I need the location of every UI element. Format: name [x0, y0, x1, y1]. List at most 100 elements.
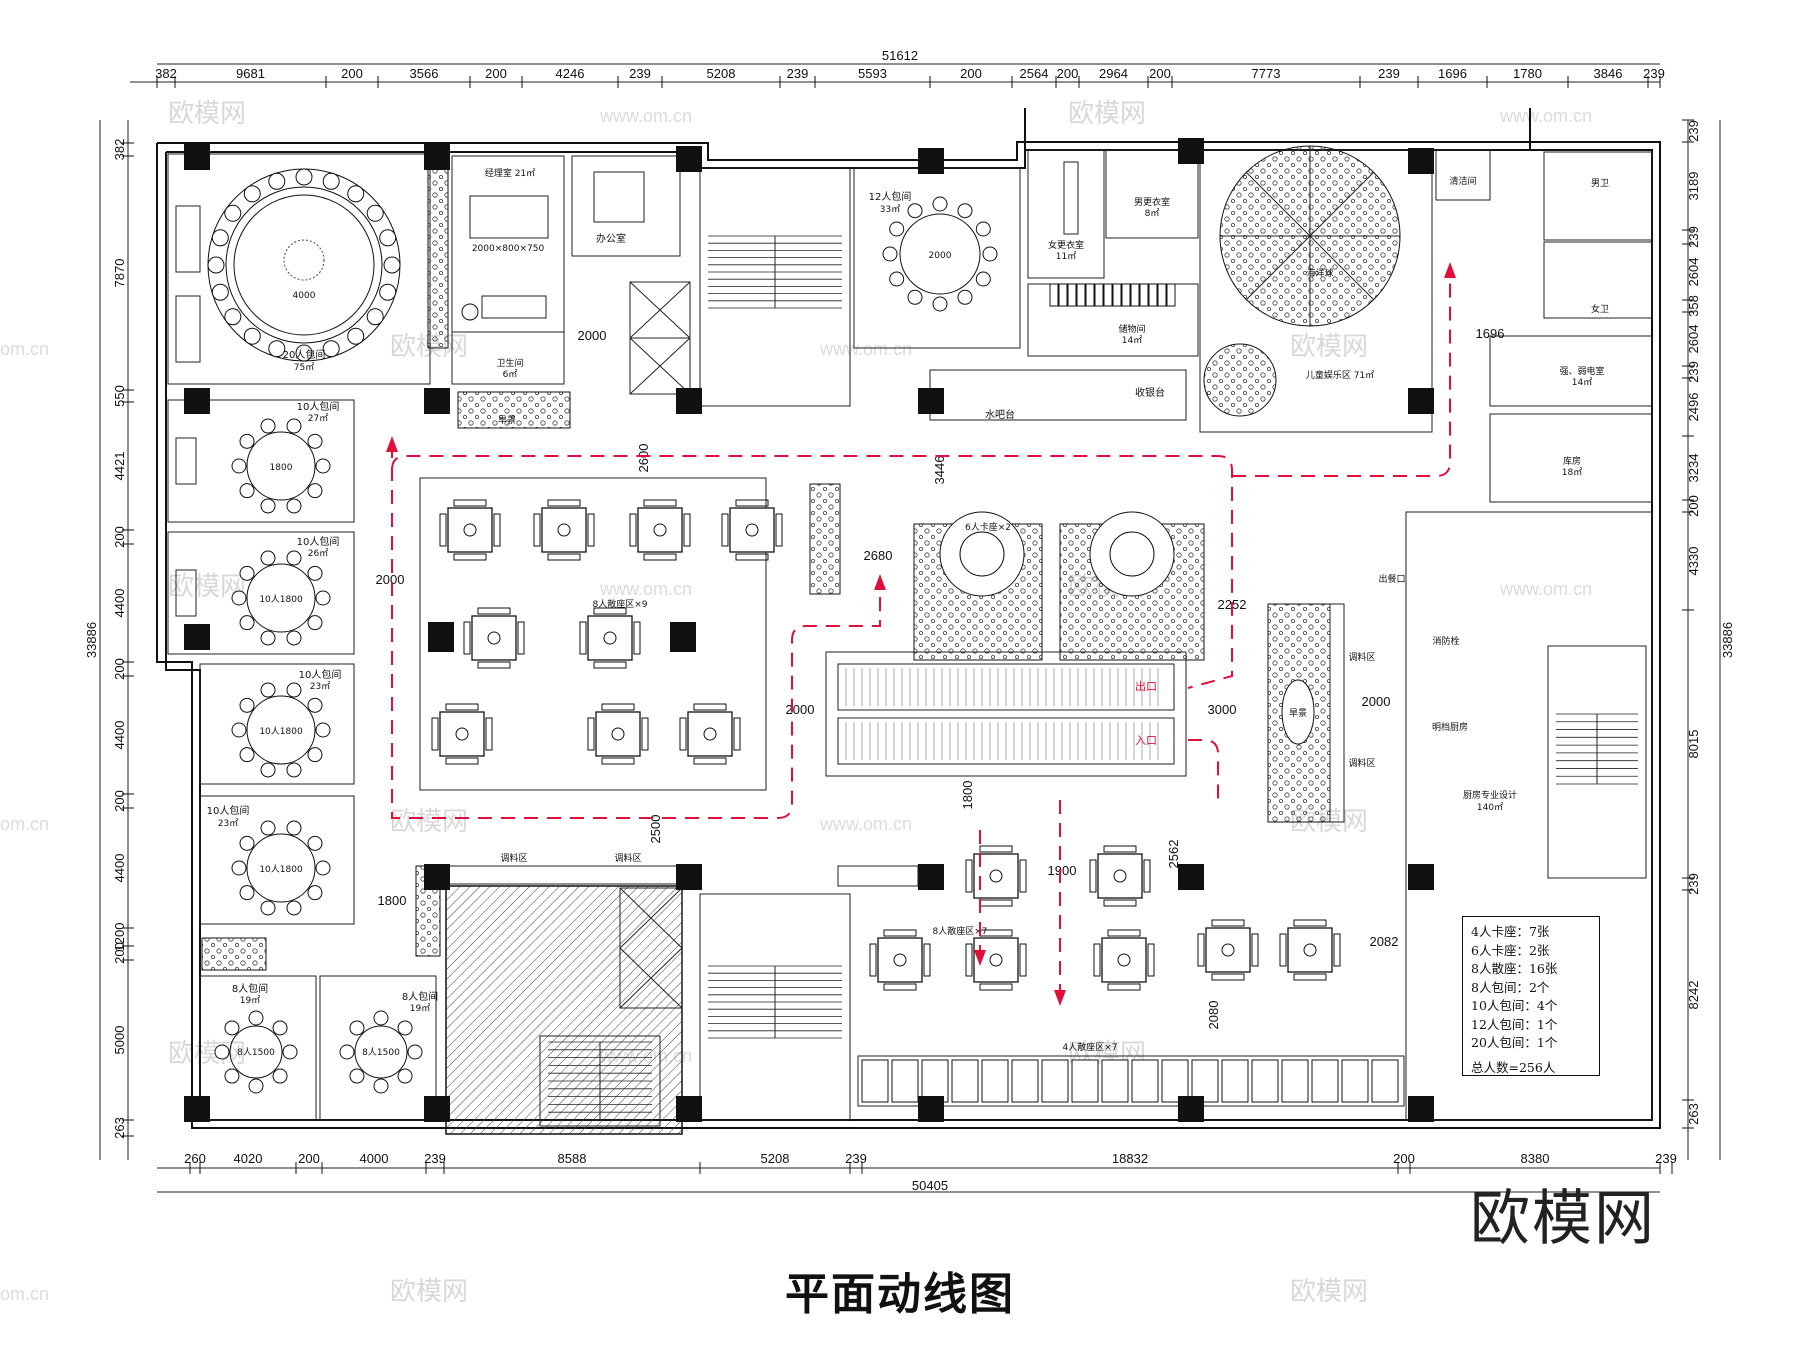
svg-text:23㎡: 23㎡: [310, 681, 330, 692]
dim-left-seg: 4421: [112, 452, 127, 481]
svg-text:储物间: 储物间: [1118, 323, 1145, 335]
dim-left-seg: 382: [112, 139, 127, 161]
svg-text:水吧台: 水吧台: [985, 408, 1015, 421]
chair: [224, 1020, 240, 1036]
svg-text:11㎡: 11㎡: [1056, 251, 1076, 262]
kitchen: 出餐口 消防栓 明档厨房 厨房专业设计 140㎡ 调料区 调料区: [1348, 511, 1653, 1121]
dim-bottom-seg: 260: [184, 1151, 206, 1166]
chair: [349, 1068, 365, 1084]
svg-text:10人1800: 10人1800: [259, 726, 303, 737]
chair: [260, 762, 276, 778]
dim-bottom-seg: 239: [845, 1151, 867, 1166]
dim-top-seg: 3846: [1594, 66, 1623, 81]
room-12-label: 12人包间: [869, 190, 912, 203]
locker: [1121, 283, 1131, 307]
chair: [315, 590, 331, 606]
booth-seat: [1281, 1059, 1309, 1103]
legend-line: 20人包间：1个: [1471, 1035, 1558, 1050]
booth-seat: [1251, 1059, 1279, 1103]
chair: [260, 418, 276, 434]
dining-table: [965, 929, 1027, 991]
legend-line: 8人包间：2个: [1471, 979, 1550, 995]
svg-text:欧模网: 欧模网: [1290, 1277, 1368, 1307]
chair: [307, 565, 323, 581]
svg-text:欧模网: 欧模网: [168, 1039, 246, 1069]
dim-top-seg: 7773: [1252, 66, 1281, 81]
hall-8-upper: 8人散座区×9: [419, 477, 841, 791]
svg-text:欧模网: 欧模网: [1068, 99, 1146, 129]
chair: [307, 697, 323, 713]
dining-table: [1279, 919, 1341, 981]
chair: [975, 221, 991, 237]
chair: [260, 630, 276, 646]
dim-left-seg: 200: [112, 942, 127, 964]
dim-right-seg: 4330: [1686, 547, 1701, 576]
stair-core-lower: 调料区 调料区: [445, 852, 683, 1135]
locker: [1067, 283, 1077, 307]
booth-seat: [1311, 1059, 1339, 1103]
chair: [295, 344, 313, 362]
dim-interior: 3000: [1208, 702, 1237, 717]
column-marker: [670, 622, 696, 652]
svg-text:10人1800: 10人1800: [259, 864, 303, 875]
chair: [239, 747, 255, 763]
svg-text:www.om.cn: www.om.cn: [819, 339, 912, 359]
structural-column: [1408, 1096, 1434, 1122]
chair: [268, 340, 286, 358]
dim-right-seg: 3234: [1686, 454, 1701, 483]
dim-interior: 2500: [648, 815, 663, 844]
booth-seat: [951, 1059, 979, 1103]
dim-left-segments: 3827870550442120044002004400200440012002…: [112, 139, 134, 1139]
dining-table: [533, 499, 595, 561]
svg-text:8㎡: 8㎡: [1145, 208, 1160, 219]
svg-text:14㎡: 14㎡: [1572, 377, 1592, 388]
chair: [239, 565, 255, 581]
dim-top-seg: 200: [1057, 66, 1079, 81]
svg-text:140㎡: 140㎡: [1477, 802, 1503, 813]
dim-right-total: 33886: [1720, 622, 1735, 658]
chair: [207, 256, 225, 274]
svg-text:10人1800: 10人1800: [259, 594, 303, 605]
dim-top-seg: 3566: [410, 66, 439, 81]
chair: [231, 860, 247, 876]
chair: [286, 498, 302, 514]
svg-text:19㎡: 19㎡: [410, 1003, 430, 1014]
dim-right-seg: 8242: [1686, 981, 1701, 1010]
hall-8-lower: 8人散座区×7: [869, 845, 1341, 991]
dim-bottom-seg: 200: [298, 1151, 320, 1166]
chair: [339, 1044, 355, 1060]
chair: [286, 418, 302, 434]
booth-seat: [981, 1059, 1009, 1103]
room-12: 2000 12人包间 33㎡: [853, 167, 1021, 349]
chair: [397, 1020, 413, 1036]
svg-text:om.cn: om.cn: [0, 1284, 49, 1304]
chair: [224, 1068, 240, 1084]
chair: [407, 1044, 423, 1060]
structural-column: [1408, 148, 1434, 174]
svg-text:经理室 21㎡: 经理室 21㎡: [485, 167, 535, 179]
dim-top-seg: 239: [787, 66, 809, 81]
structural-column: [424, 1096, 450, 1122]
dim-interior: 2000: [1362, 694, 1391, 709]
svg-text:8人1500: 8人1500: [237, 1047, 275, 1058]
kids-area: 海洋球 儿童娱乐区 71㎡: [1199, 145, 1433, 433]
chair: [322, 172, 340, 190]
chair: [243, 185, 261, 203]
dim-bottom-seg: 5208: [761, 1151, 790, 1166]
room-10a: 1800 10人包间 27㎡: [167, 399, 355, 523]
dining-table: [629, 499, 691, 561]
chair: [224, 308, 242, 326]
structural-column: [424, 864, 450, 890]
locker: [1112, 283, 1122, 307]
booth-seat: [1071, 1059, 1099, 1103]
dim-interior: 2600: [636, 444, 651, 473]
legend-total: 总人数=256人: [1471, 1059, 1556, 1075]
landscape-small: [201, 157, 449, 971]
dimension-right: 33886 2393189239260435826042392496323420…: [1682, 119, 1735, 1160]
booth-seat: [1371, 1059, 1399, 1103]
svg-text:海洋球: 海洋球: [1306, 267, 1333, 279]
room-8b-label: 8人包间: [402, 990, 438, 1003]
svg-text:6人卡座×2: 6人卡座×2: [965, 521, 1011, 533]
